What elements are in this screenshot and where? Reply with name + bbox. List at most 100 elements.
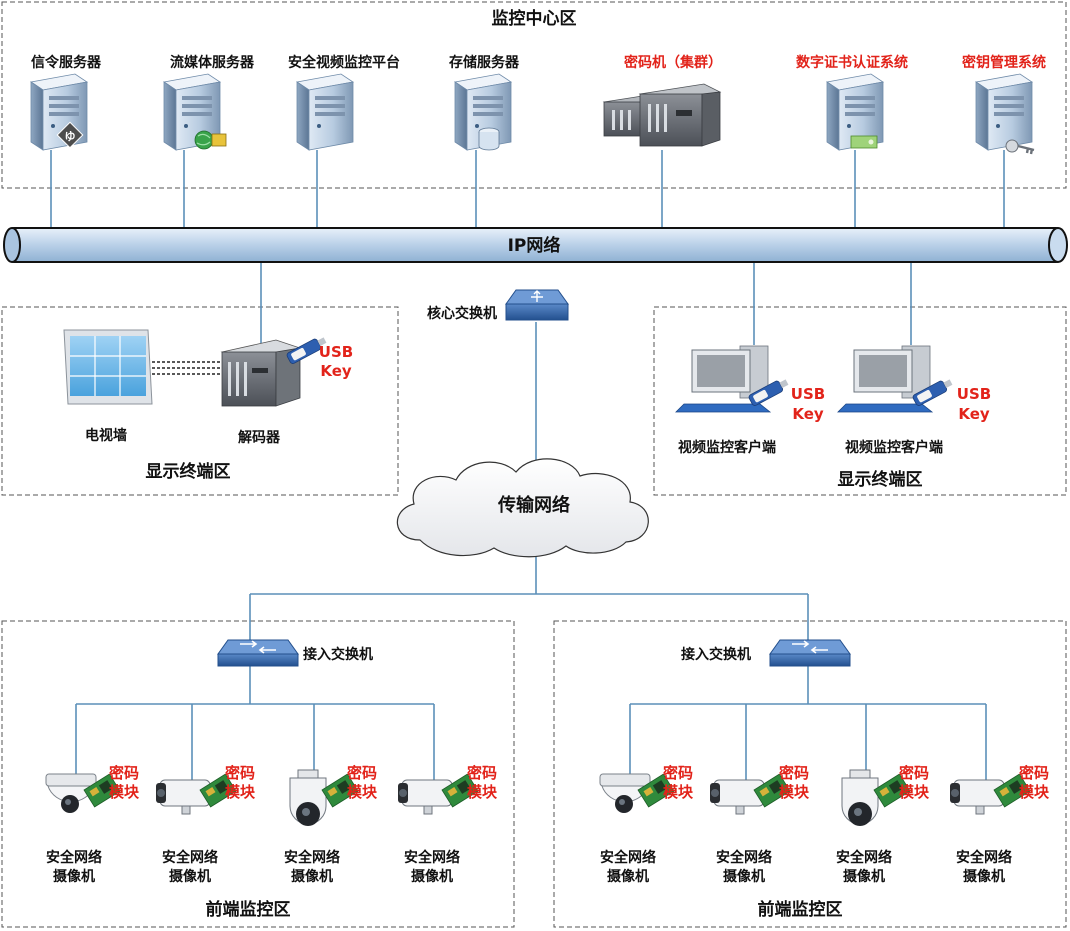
zone-display-right-title: 显示终端区: [838, 469, 923, 490]
zone-front-left-title: 前端监控区: [206, 899, 291, 920]
crypto-module-label-line1: 密码: [899, 764, 929, 782]
crypto-module-label-line2: 模块: [347, 783, 378, 801]
camera-icon: [289, 769, 327, 826]
video-platform-server-icon: [296, 73, 354, 151]
server-label-crypto-cluster: 密码机（集群）: [623, 54, 722, 71]
crypto-module-label-line2: 模块: [467, 783, 498, 801]
client-label-1: 视频监控客户端: [678, 439, 776, 456]
zone-monitor-center-title: 监控中心区: [492, 8, 577, 29]
usb-key-label-client-2-line2: Key: [958, 405, 990, 423]
camera-label-line2: 摄像机: [53, 868, 95, 885]
transport-network-label: 传输网络: [497, 494, 570, 516]
camera-label-line1: 安全网络: [404, 849, 460, 866]
crypto-module-label-line1: 密码: [779, 764, 809, 782]
crypto-machine-cluster-icon: [602, 83, 722, 147]
camera-label-line2: 摄像机: [291, 868, 333, 885]
zone-front-right: [553, 620, 1067, 928]
crypto-module-label-line2: 模块: [663, 783, 694, 801]
camera-icon: [710, 779, 765, 815]
camera-label-line2: 摄像机: [411, 868, 453, 885]
camera-label-line2: 摄像机: [723, 868, 765, 885]
tv-wall-label: 电视墙: [85, 427, 127, 444]
client-pc-icon-2: [837, 345, 934, 413]
camera-label-line1: 安全网络: [284, 849, 340, 866]
crypto-module-label-line2: 模块: [1019, 783, 1050, 801]
server-label-storage: 存储服务器: [449, 54, 520, 71]
ip-network-label: IP网络: [508, 235, 561, 256]
camera-label-line2: 摄像机: [963, 868, 1005, 885]
client-pc-icon-1: [675, 345, 772, 413]
server-label-key-management: 密钥管理系统: [961, 54, 1046, 71]
decoder-label: 解码器: [238, 429, 281, 446]
zone-front-left: [1, 620, 515, 928]
client-label-2: 视频监控客户端: [845, 439, 943, 456]
crypto-module-label-line2: 模块: [225, 783, 256, 801]
server-label-signaling: 信令服务器: [31, 54, 102, 71]
camera-label-line1: 安全网络: [716, 849, 772, 866]
zone-display-left-title: 显示终端区: [146, 461, 231, 482]
storage-server-icon: [454, 73, 512, 151]
crypto-module-label-line2: 模块: [899, 783, 930, 801]
camera-label-line1: 安全网络: [46, 849, 102, 866]
camera-group: 密码模块安全网络摄像机密码模块安全网络摄像机密码模块安全网络摄像机密码模块安全网…: [45, 764, 1050, 885]
decoder-icon: [220, 339, 302, 407]
camera-icon: [950, 779, 1005, 815]
access-switch-icon-left: [217, 639, 299, 667]
access-switch-label-left: 接入交换机: [303, 646, 373, 663]
server-label-platform: 安全视频监控平台: [288, 54, 400, 71]
usb-key-label-client-1-line1: USB: [791, 385, 825, 403]
zone-display-right: [653, 306, 1067, 496]
signaling-server-icon: ゆ: [30, 73, 88, 151]
zone-front-right-title: 前端监控区: [758, 899, 843, 920]
server-label-cert-system: 数字证书认证系统: [796, 54, 908, 71]
core-switch-icon: [505, 289, 569, 321]
camera-label-line1: 安全网络: [162, 849, 218, 866]
camera-label-line1: 安全网络: [836, 849, 892, 866]
zone-monitor-center: [1, 1, 1067, 189]
crypto-module-label-line1: 密码: [225, 764, 255, 782]
camera-label-line1: 安全网络: [600, 849, 656, 866]
camera-label-line2: 摄像机: [169, 868, 211, 885]
key-management-server-icon: [975, 73, 1035, 155]
cert-authority-server-icon: [826, 73, 884, 151]
camera-icon: [156, 779, 211, 815]
usb-key-label-client-1-line2: Key: [792, 405, 824, 423]
usb-key-label-client-2-line1: USB: [957, 385, 991, 403]
camera-label-line2: 摄像机: [843, 868, 885, 885]
camera-icon: [398, 779, 453, 815]
core-switch-label: 核心交换机: [427, 305, 497, 322]
tv-wall-icon: [63, 329, 153, 405]
crypto-module-label-line1: 密码: [347, 764, 377, 782]
crypto-module-label-line1: 密码: [109, 764, 139, 782]
transport-cloud-icon: [396, 458, 649, 558]
camera-label-line2: 摄像机: [607, 868, 649, 885]
svg-text:ゆ: ゆ: [65, 130, 76, 143]
camera-icon: [841, 769, 879, 826]
zone-display-left: [1, 306, 399, 496]
access-switch-label-right: 接入交换机: [681, 646, 751, 663]
access-switch-icon-right: [769, 639, 851, 667]
usb-key-label-decoder-line2: Key: [320, 362, 352, 380]
crypto-module-label-line1: 密码: [1019, 764, 1049, 782]
crypto-module-label-line2: 模块: [109, 783, 140, 801]
camera-icon: [45, 773, 97, 813]
crypto-module-label-line2: 模块: [779, 783, 810, 801]
usb-key-label-decoder-line1: USB: [319, 343, 353, 361]
ip-network-pipe: [3, 227, 1068, 263]
camera-label-line1: 安全网络: [956, 849, 1012, 866]
crypto-module-label-line1: 密码: [663, 764, 693, 782]
streaming-server-icon: [163, 73, 227, 151]
server-label-streaming: 流媒体服务器: [170, 54, 255, 71]
connection-lines: [50, 150, 1005, 784]
crypto-module-label-line1: 密码: [467, 764, 497, 782]
